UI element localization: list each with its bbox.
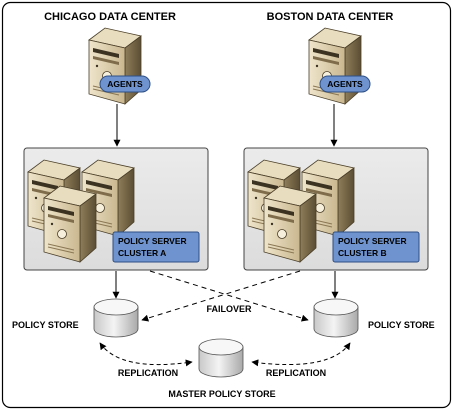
database-icon [93, 298, 139, 338]
cluster-b-badge [332, 231, 420, 263]
server-icon [43, 185, 97, 263]
database-icon [198, 338, 244, 378]
replication-right-label: REPLICATION [266, 368, 326, 378]
boston-agents-badge [319, 75, 371, 93]
server-icon [88, 27, 142, 105]
cluster-b-panel: POLICY SERVER CLUSTER B [243, 147, 429, 271]
cluster-a-panel: POLICY SERVER CLUSTER A [23, 147, 209, 271]
server-icon [263, 185, 317, 263]
boston-agents-server: AGENTS [308, 27, 371, 105]
failover-arrow-a-to-b [149, 270, 309, 322]
right-policy-store-label: POLICY STORE [368, 320, 435, 330]
replication-right-arrow [251, 342, 351, 367]
replication-left-arrow [99, 342, 193, 367]
replication-left-label: REPLICATION [118, 368, 178, 378]
left-policy-store-label: POLICY STORE [12, 320, 79, 330]
chicago-agents-server: AGENTS [88, 27, 151, 105]
failover-label: FAILOVER [206, 304, 252, 314]
chicago-agents-label: AGENTS [107, 79, 143, 89]
cluster-a-badge [112, 231, 200, 263]
boston-heading: BOSTON DATA CENTER [267, 11, 394, 23]
chicago-agents-badge [99, 75, 151, 93]
cluster-a-line2: CLUSTER A [118, 248, 166, 258]
master-policy-store-label: MASTER POLICY STORE [168, 389, 275, 399]
failover-arrow-b-to-a [141, 270, 301, 322]
cluster-b-line2: CLUSTER B [338, 248, 387, 258]
cluster-a-line1: POLICY SERVER [118, 236, 187, 246]
chicago-heading: CHICAGO DATA CENTER [44, 11, 176, 23]
boston-agents-label: AGENTS [327, 79, 363, 89]
cluster-b-line1: POLICY SERVER [338, 236, 407, 246]
server-icon [308, 27, 362, 105]
database-icon [313, 298, 359, 338]
